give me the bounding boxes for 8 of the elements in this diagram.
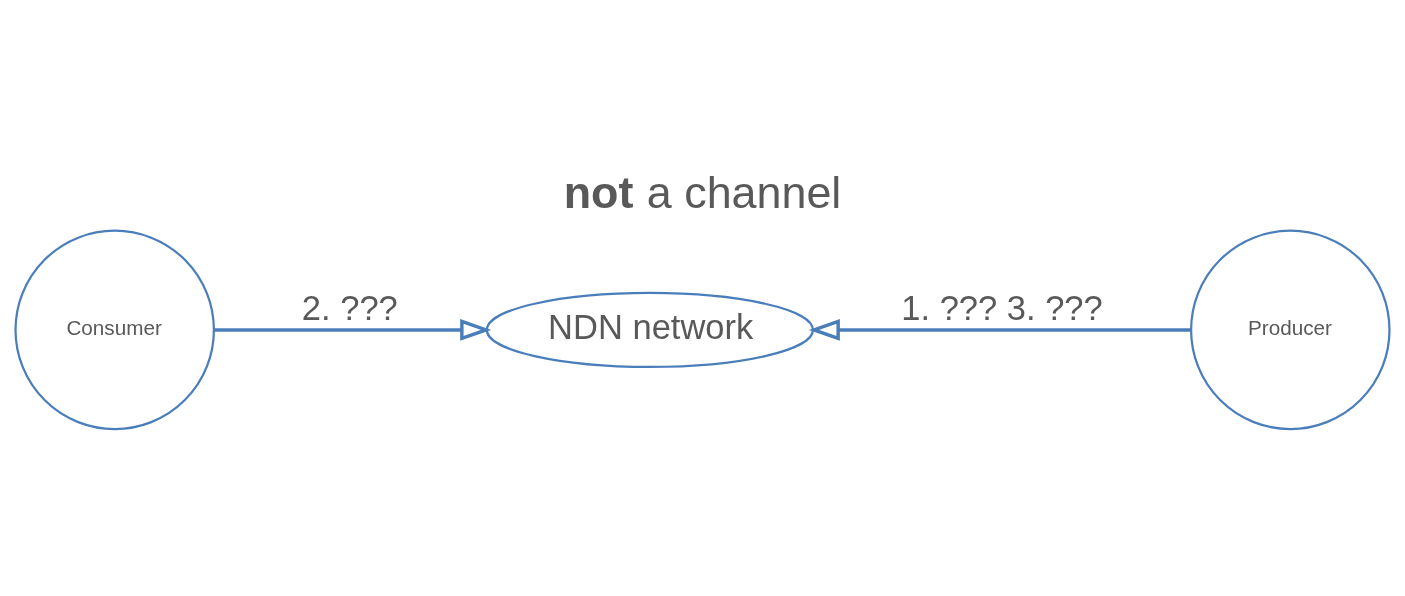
diagram-title: not a channel <box>563 166 842 218</box>
edge-label: 1. ??? 3. ??? <box>901 288 1103 327</box>
node-circle: Consumer <box>14 229 215 431</box>
edge-label: 2. ??? <box>301 288 398 327</box>
node-ellipse: NDN network <box>485 291 815 368</box>
arrow <box>808 319 1191 341</box>
arrow <box>213 319 492 341</box>
node-circle: Producer <box>1190 229 1391 431</box>
